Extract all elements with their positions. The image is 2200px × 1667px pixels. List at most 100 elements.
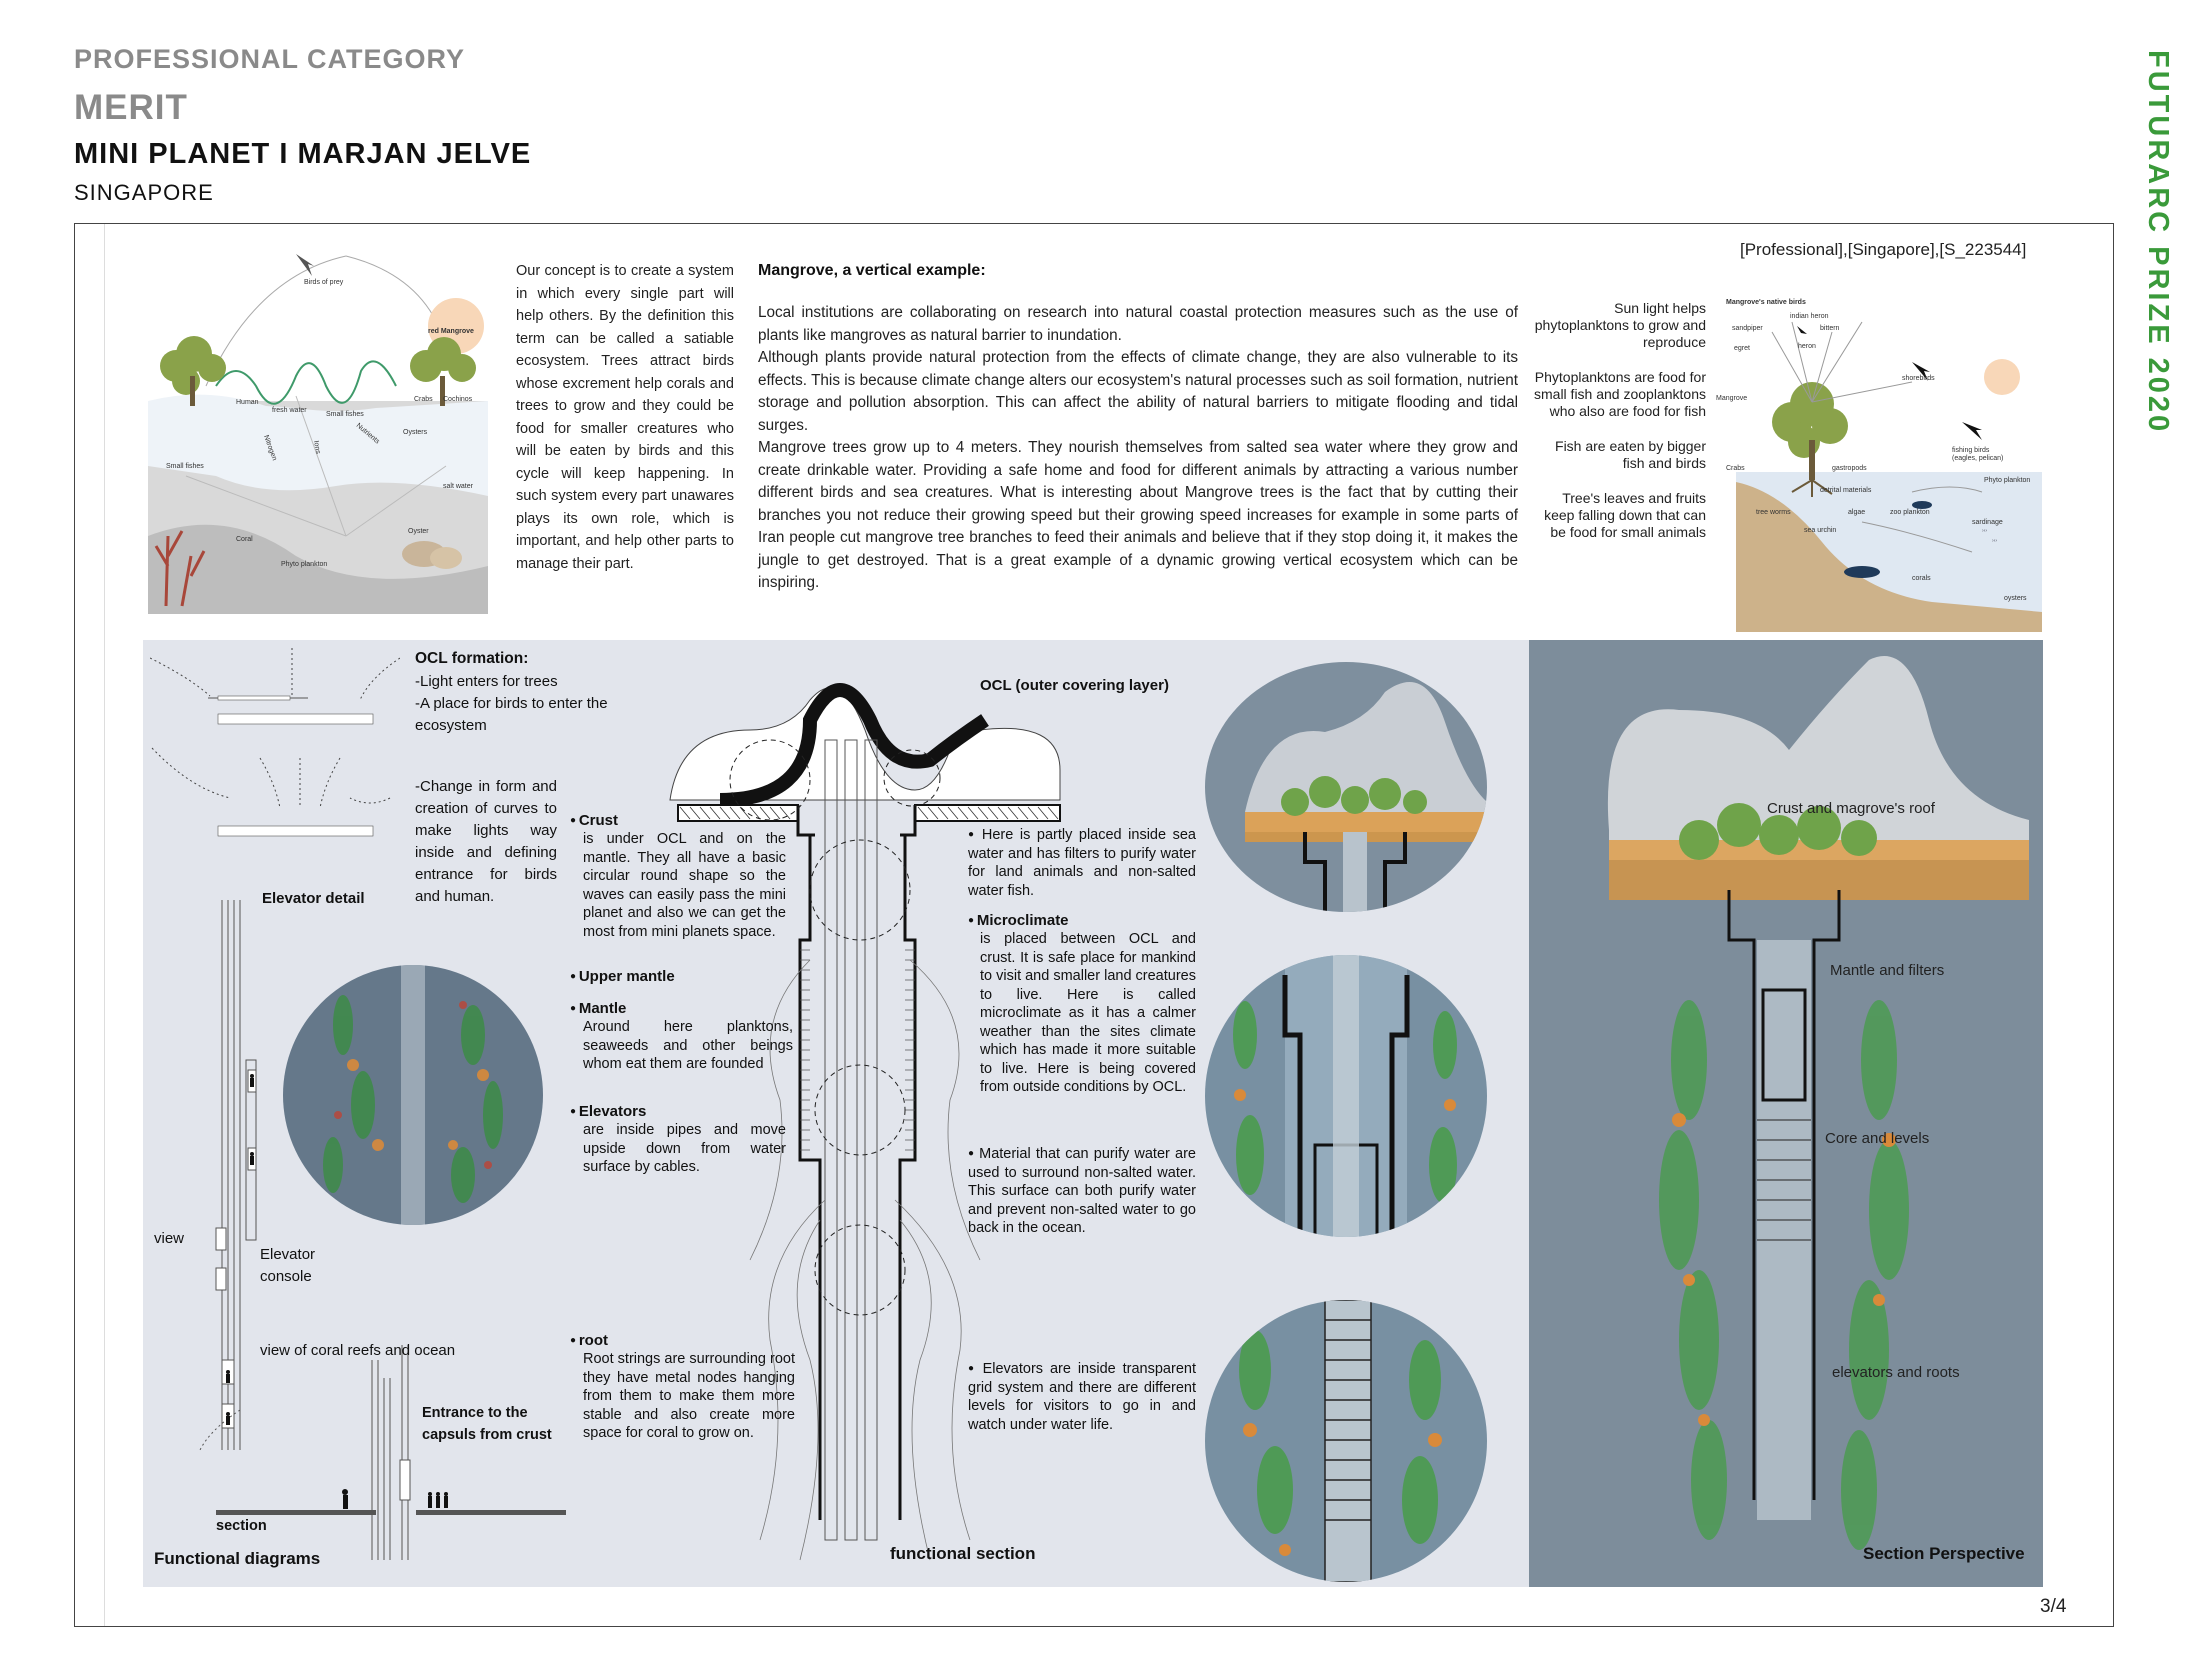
root-detail-circle (1205, 1300, 1487, 1582)
web-label: oysters (2004, 595, 2027, 602)
mangrove-paragraph: Mangrove trees grow up to 4 meters. They… (758, 439, 1518, 591)
mangrove-body: Local institutions are collaborating on … (758, 302, 1518, 595)
page-number: 3/4 (2040, 1596, 2067, 1617)
eco-label-fresh-water: fresh water (272, 407, 307, 414)
crust-text: is under OCL and on the mantle. They all… (583, 831, 786, 940)
web-label: Crabs (1726, 465, 1745, 472)
eco-label-human: Human (236, 399, 259, 406)
root-title: root (570, 1330, 608, 1352)
sea-water-text: Here is partly placed inside sea water a… (968, 826, 1196, 900)
mangrove-paragraph: Although plants provide natural protecti… (758, 349, 1518, 434)
web-label: shorebirds (1902, 375, 1935, 382)
food-web-note: Fish are eaten by bigger fish and birds (1555, 438, 1706, 471)
mangrove-paragraph: Local institutions are collaborating on … (758, 304, 1518, 344)
web-label: Phyto plankton (1984, 477, 2030, 484)
eco-label-mangrove: red Mangrove (428, 328, 474, 335)
prize-text: FUTURARC PRIZE 2020 (2142, 50, 2174, 435)
coral-view-label: view of coral reefs and ocean (260, 1342, 456, 1359)
eco-label-salt-water: salt water (443, 483, 474, 490)
web-label: egret (1734, 345, 1750, 352)
ocl-formation-line: -Light enters for trees (415, 673, 558, 690)
mantle-title: Mantle (570, 998, 627, 1020)
eco-label-oysters: Oysters (403, 429, 428, 436)
section-label: section (216, 1518, 267, 1534)
category-heading: PROFESSIONAL CATEGORY (74, 44, 466, 74)
web-label: gastropods (1832, 465, 1867, 472)
food-web-notes: Sun light helps phytoplanktons to grow a… (1530, 300, 1706, 559)
web-label: Mangrove (1716, 395, 1747, 402)
persp-label-roots: elevators and roots (1832, 1364, 1960, 1381)
web-label: Mangrove's native birds (1726, 299, 1806, 306)
eco-label-oyster: Oyster (408, 528, 429, 535)
web-label: zoo plankton (1890, 509, 1930, 516)
svg-text:›››: ››› (1992, 538, 1997, 544)
food-web-note: Phytoplanktons are food for small fish a… (1534, 369, 1706, 419)
web-label: algae (1848, 509, 1865, 516)
root-text: Root strings are surrounding root they h… (583, 1351, 795, 1441)
ocl-formation-title: OCL formation: (415, 650, 529, 667)
web-label: heron (1798, 343, 1816, 350)
board-frame (74, 223, 2114, 1627)
web-label: fishing birds (1952, 447, 1990, 454)
svg-text:›››: ››› (1982, 528, 1987, 534)
section-perspective-rendering (1529, 640, 2043, 1587)
project-location: SINGAPORE (74, 180, 214, 205)
mantle-text: Around here planktons, seaweeds and othe… (583, 1019, 793, 1072)
elevator-grid-text: Elevators are inside transparent grid sy… (968, 1360, 1196, 1434)
material-text: Material that can purify water are used … (968, 1145, 1196, 1238)
web-label: sandpiper (1732, 325, 1763, 332)
ecosystem-diagram: Birds of prey red Mangrove Human fresh w… (146, 236, 491, 616)
persp-label-core: Core and levels (1825, 1130, 1930, 1147)
elevator-console-label: Elevator console (260, 1246, 316, 1285)
eco-label-ions: Ions (312, 440, 321, 455)
web-label: indian heron (1790, 313, 1829, 320)
project-title: MINI PLANET I MARJAN JELVE (74, 138, 532, 170)
upper-mantle-title: Upper mantle (570, 966, 675, 988)
microclimate-text: is placed between OCL and crust. It is s… (980, 931, 1196, 1095)
food-web-note: Sun light helps phytoplanktons to grow a… (1534, 300, 1706, 350)
concept-paragraph: Our concept is to create a system in whi… (516, 263, 734, 572)
web-label: (eagles, pelican) (1952, 455, 2003, 462)
elevator-detail-sketch (150, 890, 570, 1570)
core-detail-circle (1205, 955, 1487, 1237)
ocl-label: OCL (outer covering layer) (980, 677, 1169, 694)
persp-label-mantle: Mantle and filters (1830, 962, 1945, 979)
functional-section-title: functional section (890, 1544, 1036, 1563)
eco-label-phyto: Phyto plankton (281, 561, 327, 568)
reference-code: [Professional],[Singapore],[S_223544] (1740, 240, 2027, 259)
web-label: sea urchin (1804, 527, 1836, 534)
eco-label-coral: Coral (236, 536, 253, 543)
eco-label-birds: Birds of prey (304, 279, 344, 286)
crust-detail-circle (1205, 662, 1487, 912)
eco-label-crabs: Crabs (414, 396, 433, 403)
frame-margin-line (104, 224, 105, 1626)
curves-note: -Change in form and creation of curves t… (415, 778, 557, 905)
coral-view-circle (283, 965, 543, 1225)
microclimate-title: Microclimate (968, 910, 1069, 932)
food-web-diagram: ››› ››› Mangrove's native birds indian he… (1712, 292, 2042, 632)
persp-label-crust: Crust and magrove's roof (1767, 800, 1935, 817)
elevator-detail-label: Elevator detail (262, 890, 365, 907)
functional-diagrams-title: Functional diagrams (154, 1549, 321, 1568)
food-web-note: Tree's leaves and fruits keep falling do… (1544, 490, 1706, 540)
web-label: bittern (1820, 325, 1840, 332)
prize-vertical-label: FUTURARC PRIZE 2020 (2140, 50, 2180, 490)
web-label: sardinage (1972, 519, 2003, 526)
eco-label-cochinos: Cochinos (443, 396, 473, 403)
web-label: tree worms (1756, 509, 1791, 516)
crust-title: Crust (570, 810, 618, 832)
web-label: detrital materials (1820, 487, 1872, 494)
web-label: corals (1912, 575, 1931, 582)
elevators-text: are inside pipes and move upside down fr… (583, 1122, 786, 1175)
award-heading: MERIT (74, 88, 188, 127)
view-label: view (154, 1230, 185, 1247)
functional-section-drawing (660, 660, 1080, 1580)
entrance-label: Entrance to the capsuls from crust (422, 1405, 552, 1443)
eco-label-small-fishes-2: Small fishes (166, 463, 204, 470)
eco-label-small-fishes: Small fishes (326, 411, 364, 418)
section-perspective-title: Section Perspective (1863, 1544, 2025, 1563)
ocl-formation-sketch (150, 648, 400, 848)
mangrove-title: Mangrove, a vertical example: (758, 262, 986, 279)
elevators-title: Elevators (570, 1101, 647, 1123)
ocl-formation-line: -A place for birds to enter the ecosyste… (415, 695, 608, 734)
